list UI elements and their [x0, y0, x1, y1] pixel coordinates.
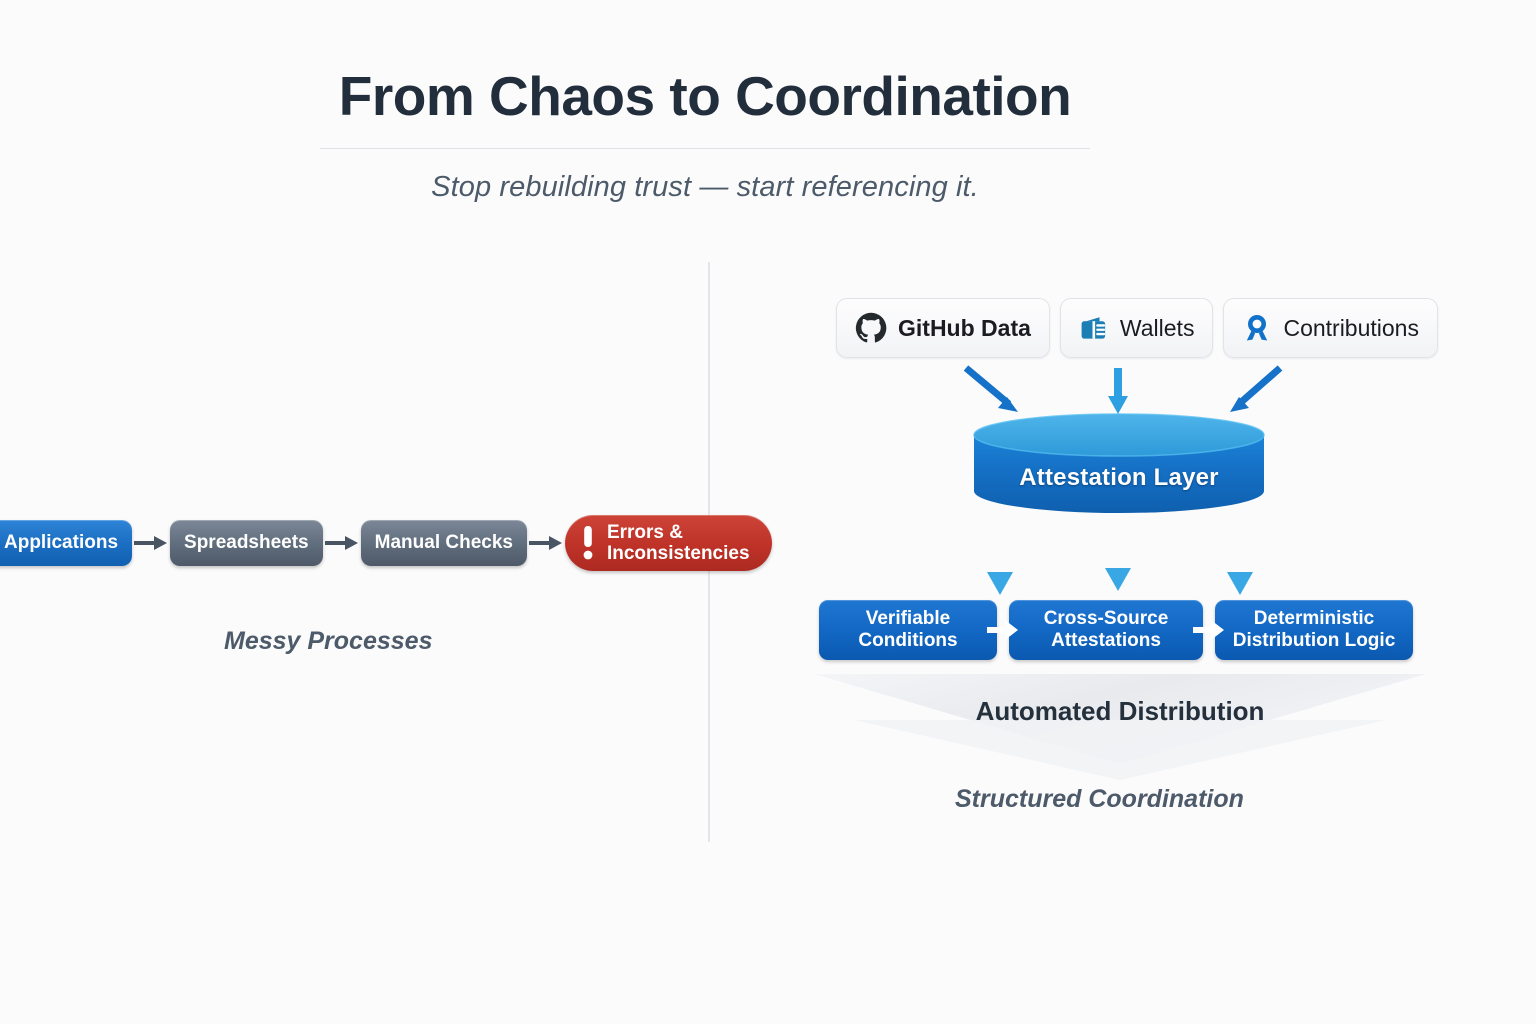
title-divider-rule [320, 147, 1090, 149]
output-box-cross-source-attestations[interactable]: Cross-Source Attestations [1009, 600, 1203, 660]
page-subtitle: Stop rebuilding trust — start referencin… [431, 170, 979, 203]
data-source-row: GitHub Data Wallets Contributions [836, 298, 1438, 358]
chain-node-spreadsheets[interactable]: Spreadsheets [170, 520, 323, 566]
error-label-line1: Errors & [606, 521, 683, 543]
funnel-shape [814, 674, 1426, 780]
header: From Chaos to Coordination Stop rebuildi… [0, 0, 1410, 204]
chain-arrow-icon [134, 536, 168, 550]
structured-coordination-panel: GitHub Data Wallets Contributions [790, 280, 1450, 840]
exclamation-icon [583, 526, 593, 560]
arrow-hub-to-verifiable-conditions [987, 525, 1013, 595]
arrow-wallets-to-hub [1108, 368, 1128, 414]
source-pill-contributions[interactable]: Contributions [1223, 298, 1438, 358]
cylinder-shape [973, 413, 1265, 513]
chain-arrow-icon [324, 536, 358, 550]
source-label: Contributions [1283, 314, 1419, 341]
chain-node-applications[interactable]: Applications [0, 520, 133, 566]
error-label-line2: Inconsistencies [606, 543, 750, 564]
chain-arrow-icon [528, 536, 562, 550]
funnel-label: Automated Distribution [975, 696, 1265, 726]
chain-node-label: Applications [4, 532, 119, 553]
output-connector-2 [1193, 600, 1224, 660]
chain-node-manual-checks[interactable]: Manual Checks [360, 520, 527, 566]
messy-process-chain: Applications Spreadsheets Manual Checks [0, 515, 772, 571]
arrow-contributions-to-hub [1230, 365, 1283, 412]
messy-processes-panel: Applications Spreadsheets Manual Checks [0, 515, 772, 695]
chain-node-label: Errors & Inconsistencies [607, 522, 750, 565]
chain-node-label: Spreadsheets [184, 532, 309, 553]
output-boxes-row: Verifiable Conditions Cross-Source Attes… [819, 600, 1413, 660]
source-label: GitHub Data [898, 314, 1031, 341]
attestation-layer-label: Attestation Layer [1019, 464, 1219, 491]
source-pill-wallets[interactable]: Wallets [1059, 298, 1214, 358]
structured-coordination-caption: Structured Coordination [955, 785, 1244, 813]
messy-processes-caption: Messy Processes [224, 627, 433, 655]
chevron-right-icon [1193, 620, 1224, 640]
attestation-layer-hub[interactable]: Attestation Layer [973, 413, 1265, 513]
github-icon [855, 312, 887, 343]
source-label: Wallets [1119, 314, 1195, 341]
arrow-hub-to-cross-source [1105, 525, 1131, 591]
chain-node-label: Manual Checks [374, 532, 513, 553]
chevron-right-icon [987, 620, 1018, 640]
output-box-verifiable-conditions[interactable]: Verifiable Conditions [819, 600, 997, 660]
ribbon-icon [1247, 315, 1268, 341]
output-box-deterministic-distribution-logic[interactable]: Deterministic Distribution Logic [1215, 600, 1413, 660]
chain-node-errors[interactable]: Errors & Inconsistencies [564, 515, 772, 571]
source-pill-github-data[interactable]: GitHub Data [836, 298, 1050, 358]
output-connector-1 [987, 600, 1018, 660]
arrow-hub-to-deterministic [1227, 525, 1253, 595]
wallet-icon [1081, 317, 1105, 339]
automated-distribution-funnel: Automated Distribution [810, 672, 1430, 782]
arrow-github-to-hub [963, 365, 1018, 412]
page-title: From Chaos to Coordination [338, 65, 1072, 127]
